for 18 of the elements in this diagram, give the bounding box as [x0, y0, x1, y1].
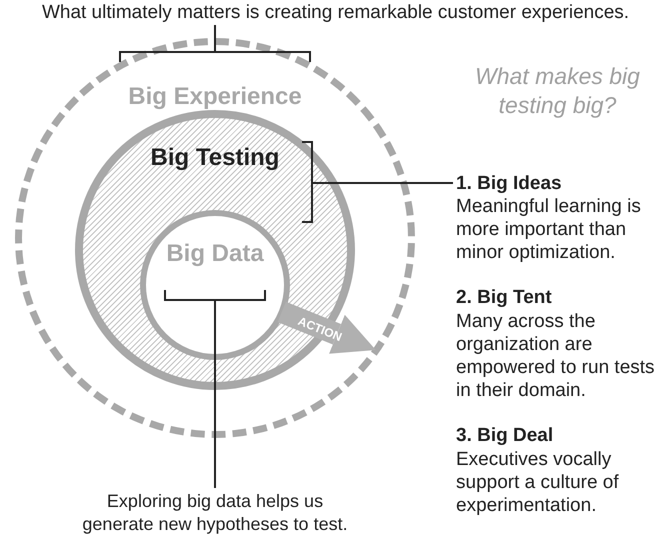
circle-title: Big Data	[166, 240, 264, 267]
heading-text: What ultimately matters is creating remarkable customer experiences.	[40, 2, 630, 24]
question-text: What makes big testing big?	[474, 62, 641, 120]
callout-text: Meaningful learning is more important than minor optimization.	[456, 195, 642, 264]
leader-line	[214, 25, 216, 52]
circle-title: Big Testing	[150, 144, 280, 171]
outer-dashed-circle	[15, 38, 415, 438]
callout-text: Executives vocally support a culture of experimentation.	[456, 448, 620, 517]
leader-line	[313, 182, 453, 184]
leader-line	[214, 300, 216, 488]
callout-heading: 3. Big Deal	[456, 425, 554, 447]
callout-text: Many across the organization are empowered to run tests in their domain.	[456, 310, 656, 402]
callout-heading: 2. Big Tent	[456, 287, 553, 309]
circle-title: Big Experience	[128, 83, 302, 110]
caption-text: Exploring big data helps us generate new hypotheses to test.	[81, 490, 349, 536]
inner-circle	[140, 210, 290, 360]
callout-heading: 1. Big Ideas	[456, 172, 563, 195]
action-arrow	[278, 302, 376, 354]
